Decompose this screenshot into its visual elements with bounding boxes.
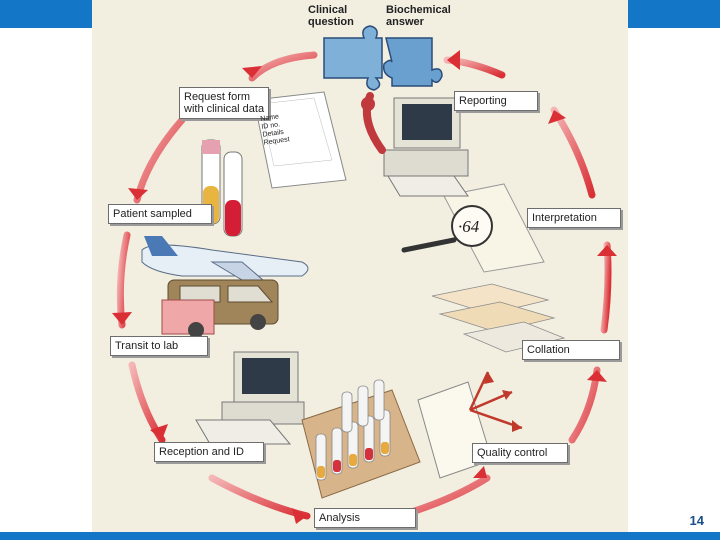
magnifier-icon [451,205,493,247]
patient-sampled-label: Patient sampled [108,204,212,224]
interpretation-icon [401,183,545,273]
arrow-clinical-to-request [248,51,318,82]
arrowhead-1 [242,66,262,78]
page-number: 14 [689,513,704,528]
collation-label: Collation [522,340,620,360]
arrowhead-7 [587,370,607,382]
clinical-question-label: Clinical question [308,4,354,28]
telephone-icon [361,92,386,154]
arrowhead-4 [150,424,168,440]
interpretation-label: Interpretation [527,208,621,228]
arrow-collation-to-interpretation [600,241,612,334]
test-tubes-icon [201,139,243,237]
arrowhead-10 [447,50,460,70]
arrow-request-to-patient [133,116,186,204]
collation-stack-icon [431,283,566,353]
transit-to-lab-label: Transit to lab [110,336,208,356]
arrowhead-9 [548,110,566,124]
arrowhead-6 [473,466,487,478]
magnifier-value: ·64 [458,217,480,236]
puzzle-icon [323,25,443,91]
arrowhead-8 [597,245,617,256]
cycle-arrowheads [112,50,617,524]
bottom-bar [0,532,720,540]
tube-rack-icon [301,379,421,499]
reporting-label: Reporting [454,91,538,111]
reception-computer-icon [195,351,305,445]
quality-control-label: Quality control [472,443,568,463]
request-form-label: Request form with clinical data [179,87,270,119]
arrowhead-2 [128,188,148,200]
biochemical-answer-label: Biochemical answer [386,4,451,28]
analysis-label: Analysis [314,508,416,528]
arrowhead-5 [292,508,307,524]
request-form-fields: Name ID no. Details Request [259,113,291,147]
van-icon [161,279,279,338]
arrowhead-3 [112,312,132,325]
request-form-icon [253,91,347,189]
arrow-interpretation-to-reporting [550,106,596,199]
reporting-computer-icon [383,97,469,197]
reception-and-id-label: Reception and ID [154,442,264,462]
arrow-patient-to-transit [116,231,131,329]
